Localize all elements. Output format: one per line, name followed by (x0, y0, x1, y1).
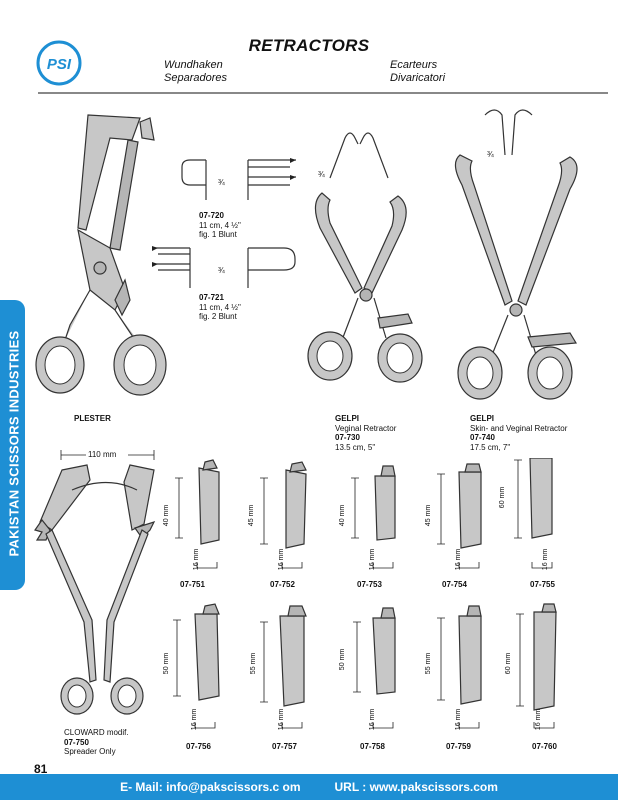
blade-758-width: 16 mm (369, 708, 377, 731)
blade-758-code: 07-758 (360, 742, 385, 751)
blade-756-len: 50 mm (163, 652, 171, 675)
blade-755-code: 07-755 (530, 580, 555, 589)
blade-758-len: 50 mm (339, 648, 347, 671)
cloward-spreader-image (32, 460, 182, 722)
blade-754-code: 07-754 (442, 580, 467, 589)
subtitle-right: Ecarteurs Divaricatori (390, 59, 445, 85)
product-fig: fig. 2 Blunt (199, 312, 237, 321)
gelpi-730-image (300, 118, 450, 408)
blade-752-code: 07-752 (270, 580, 295, 589)
product-720-caption: 07-720 11 cm, 4 ½" fig. 1 Blunt (199, 211, 241, 240)
tip-schematic-721 (150, 240, 305, 290)
product-code: 07-720 (199, 211, 224, 220)
page-title: RETRACTORS (248, 36, 370, 55)
scale-730: ¾ (318, 170, 325, 179)
blade-756-width: 16 mm (191, 708, 199, 731)
page-number: 81 (34, 762, 48, 776)
product-size: 13.5 cm, 5" (335, 442, 376, 452)
blade-756 (173, 603, 220, 729)
blade-753 (351, 465, 396, 569)
blade-754 (437, 463, 482, 569)
blade-760-width: 16 mm (535, 708, 543, 731)
cloward-width-dimension (60, 448, 155, 460)
blade-760-len: 60 mm (505, 652, 513, 675)
cloward-width: 110 mm (88, 450, 117, 459)
product-code: 07-750 (64, 737, 89, 747)
blade-759-width: 16 mm (455, 708, 463, 731)
tip-schematic-720 (178, 155, 303, 205)
product-code: 07-730 (335, 433, 360, 442)
gelpi-740-caption: GELPI Skin- and Veginal Retractor 07-740… (470, 414, 567, 452)
blades-row-1 (165, 457, 585, 593)
scale-720: ¾ (218, 178, 225, 187)
blade-759-code: 07-759 (446, 742, 471, 751)
blade-757-code: 07-757 (272, 742, 297, 751)
blade-757 (260, 605, 307, 729)
blades-row-1-svg (175, 457, 553, 569)
blade-755-width: 16 mm (542, 548, 550, 571)
blades-row-2-svg (173, 603, 557, 729)
gelpi-730-caption: GELPI Veginal Retractor 07-730 13.5 cm, … (335, 414, 396, 452)
product-size: 17.5 cm, 7" (470, 442, 511, 452)
blade-752-len: 45 mm (248, 504, 256, 527)
product-name: GELPI (470, 414, 495, 423)
blade-757-width: 16 mm (278, 708, 286, 731)
plester-label: PLESTER (74, 414, 111, 423)
subtitle-es: Separadores (164, 72, 227, 84)
footer-url[interactable]: URL : www.pakscissors.com (334, 780, 498, 794)
subtitle-fr: Ecarteurs (390, 59, 438, 71)
blade-759 (437, 605, 482, 729)
blade-751-code: 07-751 (180, 580, 205, 589)
blade-752 (260, 461, 307, 569)
blade-754-len: 45 mm (425, 504, 433, 527)
sidebar-banner: PAKISTAN SCISSORS INDUSTRIES (0, 300, 25, 590)
plester-retractor-image (30, 110, 180, 405)
blade-751 (175, 459, 220, 569)
blade-760 (516, 603, 557, 729)
product-code: 07-721 (199, 293, 224, 302)
subtitle-de: Wundhaken (164, 59, 223, 71)
footer-bar: E- Mail: info@pakscissors.c om URL : www… (0, 774, 618, 800)
blade-755 (514, 457, 553, 569)
product-code: 07-740 (470, 433, 495, 442)
logo-text: PSI (47, 56, 72, 73)
blade-751-width: 16 mm (193, 548, 201, 571)
blade-753-len: 40 mm (339, 504, 347, 527)
blade-757-len: 55 mm (250, 652, 258, 675)
footer-email[interactable]: E- Mail: info@pakscissors.c om (120, 780, 301, 794)
cloward-caption: CLOWARD modif. 07-750 Spreader Only (64, 728, 129, 757)
sidebar-text: PAKISTAN SCISSORS INDUSTRIES (6, 330, 22, 557)
product-fig: fig. 1 Blunt (199, 230, 237, 239)
blade-752-width: 16 mm (278, 548, 286, 571)
blade-760-code: 07-760 (532, 742, 557, 751)
scale-721: ¾ (218, 266, 225, 275)
product-desc: Veginal Retractor (335, 423, 397, 433)
logo: PSI (36, 40, 82, 86)
blade-754-width: 16 mm (455, 548, 463, 571)
blade-751-len: 40 mm (163, 504, 171, 527)
scale-740: ¾ (487, 150, 494, 159)
product-desc: Skin- and Veginal Retractor (470, 423, 568, 433)
product-size: 11 cm, 4 ½" (199, 220, 241, 230)
blade-756-code: 07-756 (186, 742, 211, 751)
blade-753-code: 07-753 (357, 580, 382, 589)
header-divider (38, 92, 608, 94)
product-size: 11 cm, 4 ½" (199, 302, 241, 312)
subtitle-it: Divaricatori (390, 72, 446, 84)
gelpi-740-image (450, 105, 595, 410)
blade-758 (353, 607, 396, 729)
blades-row-2 (165, 602, 585, 742)
blade-753-width: 16 mm (369, 548, 377, 571)
blade-759-len: 55 mm (425, 652, 433, 675)
product-721-caption: 07-721 11 cm, 4 ½" fig. 2 Blunt (199, 293, 241, 322)
product-name: CLOWARD modif. (64, 728, 129, 737)
product-name: GELPI (335, 414, 360, 423)
product-desc: Spreader Only (64, 747, 116, 756)
subtitle-left: Wundhaken Separadores (164, 59, 227, 85)
blade-755-len: 60 mm (499, 486, 507, 509)
